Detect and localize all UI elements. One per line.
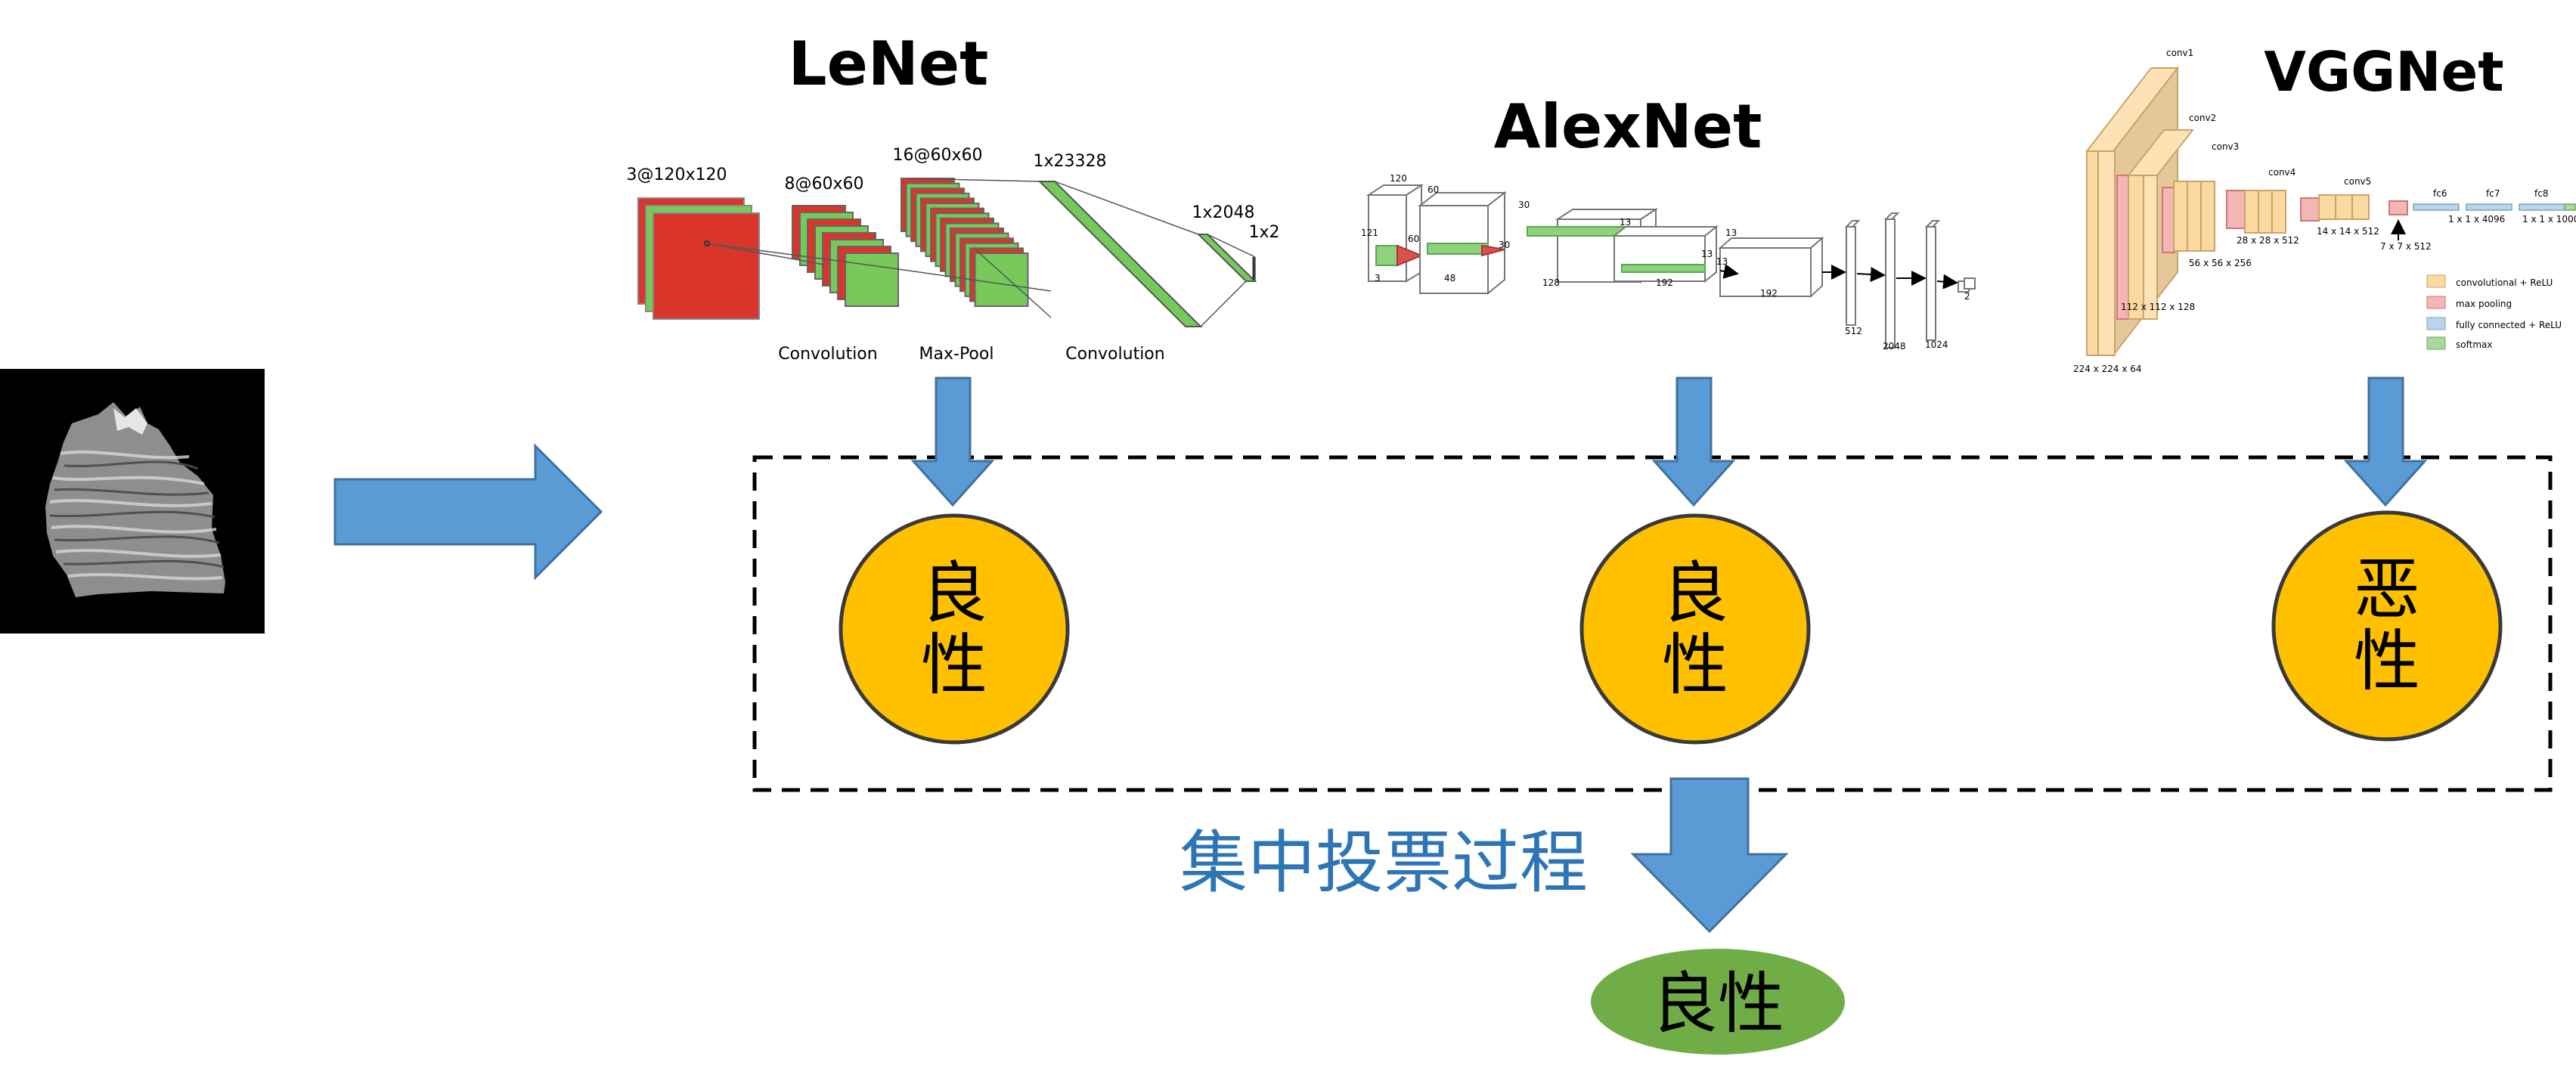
vgg-size: 1 x 1 x 4096	[2448, 214, 2505, 225]
lenet-op-label: Convolution	[778, 345, 877, 364]
vgg-legend-label: convolutional + ReLU	[2456, 277, 2553, 288]
vggnet-result-char: 恶	[2354, 550, 2420, 628]
alexnet-dim: 60	[1427, 184, 1439, 195]
voting-process-label: 集中投票过程	[1180, 823, 1588, 903]
feature-map	[974, 252, 1029, 307]
vgg-legend-label: softmax	[2456, 339, 2492, 350]
vgg-size: 7 x 7 x 512	[2380, 241, 2432, 252]
vgg-label: conv3	[2212, 141, 2239, 152]
alexnet-dim: 512	[1845, 326, 1862, 336]
lenet-layer-label: 1x23328	[1033, 152, 1106, 171]
vggnet-down-arrow-icon	[2343, 376, 2428, 507]
vgg-size: 224 x 224 x 64	[2073, 364, 2142, 374]
alexnet-dim: 192	[1760, 288, 1778, 299]
vgg-label: conv5	[2344, 176, 2371, 187]
input-ultrasound-image	[0, 369, 265, 634]
alexnet-result-char: 良	[1662, 554, 1728, 632]
alexnet-dim: 13	[1701, 249, 1713, 259]
vgg-label: conv1	[2166, 48, 2193, 58]
alexnet-dim: 3	[1375, 273, 1381, 283]
lenet-result-char: 性	[921, 626, 987, 704]
vgg-size: 1 x 1 x 1000	[2522, 214, 2576, 225]
vgg-size: 112 x 112 x 128	[2121, 302, 2195, 312]
alexnet-dim: 13	[1725, 228, 1737, 238]
alexnet-dim: 2	[1964, 291, 1970, 302]
vgg-label: conv2	[2189, 113, 2216, 123]
vgg-label: fc8	[2534, 188, 2548, 199]
alexnet-title: AlexNet	[1494, 91, 1762, 162]
alexnet-dim: 121	[1361, 228, 1378, 238]
alexnet-dim: 192	[1656, 277, 1673, 288]
vggnet-result-node: 恶 性	[2271, 510, 2503, 742]
alexnet-dim: 30	[1499, 240, 1510, 250]
vggnet-title: VGGNet	[2264, 40, 2503, 104]
alexnet-down-arrow-icon	[1651, 376, 1736, 507]
final-result-label: 良性	[1651, 965, 1784, 1042]
vgg-legend: convolutional + ReLU max pooling fully c…	[2426, 274, 2562, 350]
vggnet-architecture: conv1 conv2 conv3 conv4 conv5 fc6 fc7 fc…	[2073, 48, 2576, 374]
vgg-label: fc6	[2433, 188, 2447, 199]
feature-map	[845, 252, 899, 307]
lenet-layer-label: 16@60x60	[892, 146, 982, 165]
lenet-result-char: 良	[921, 554, 987, 632]
lenet-op-label: Convolution	[1065, 345, 1164, 364]
lenet-layer-label: 1x2048	[1192, 203, 1254, 222]
alexnet-dim: 2048	[1883, 341, 1906, 352]
alexnet-result-node: 良 性	[1579, 513, 1811, 745]
alexnet-dim: 120	[1390, 173, 1407, 184]
alexnet-dim: 13	[1716, 256, 1728, 267]
alexnet-dim: 48	[1444, 273, 1455, 283]
alexnet-result-char: 性	[1662, 626, 1728, 704]
alexnet-dim: 13	[1620, 217, 1631, 228]
voting-box	[752, 455, 2553, 792]
vgg-size: 56 x 56 x 256	[2189, 258, 2252, 268]
lenet-result-node: 良 性	[839, 513, 1070, 745]
vgg-legend-label: fully connected + ReLU	[2456, 320, 2562, 330]
lenet-down-arrow-icon	[910, 376, 995, 507]
alexnet-architecture: 120 60 30 13 13 121 60 30 13 13 3 48 128…	[1361, 173, 1976, 352]
lenet-layer-label: 3@120x120	[627, 166, 727, 184]
vgg-label: conv4	[2268, 167, 2295, 178]
vgg-label: fc7	[2486, 188, 2500, 199]
alexnet-dim: 30	[1518, 200, 1530, 210]
vgg-legend-label: max pooling	[2456, 299, 2512, 309]
lenet-layer-label: 1x2	[1248, 223, 1279, 242]
alexnet-dim: 60	[1408, 234, 1419, 244]
lenet-title: LeNet	[789, 29, 989, 99]
lenet-architecture: 3@120x120 8@60x60 16@60x60 1x23328 1x204…	[627, 146, 1280, 364]
vgg-size: 14 x 14 x 512	[2317, 226, 2379, 237]
vgg-size: 28 x 28 x 512	[2237, 235, 2299, 246]
alexnet-dim: 1024	[1925, 339, 1948, 350]
final-result-node: 良性	[1591, 949, 1845, 1055]
alexnet-dim: 128	[1542, 277, 1560, 288]
voting-down-arrow-icon	[1630, 777, 1789, 934]
input-arrow-icon	[333, 443, 603, 581]
vggnet-result-char: 性	[2354, 622, 2420, 700]
lenet-layer-label: 8@60x60	[784, 175, 863, 194]
lenet-op-label: Max-Pool	[919, 345, 994, 364]
